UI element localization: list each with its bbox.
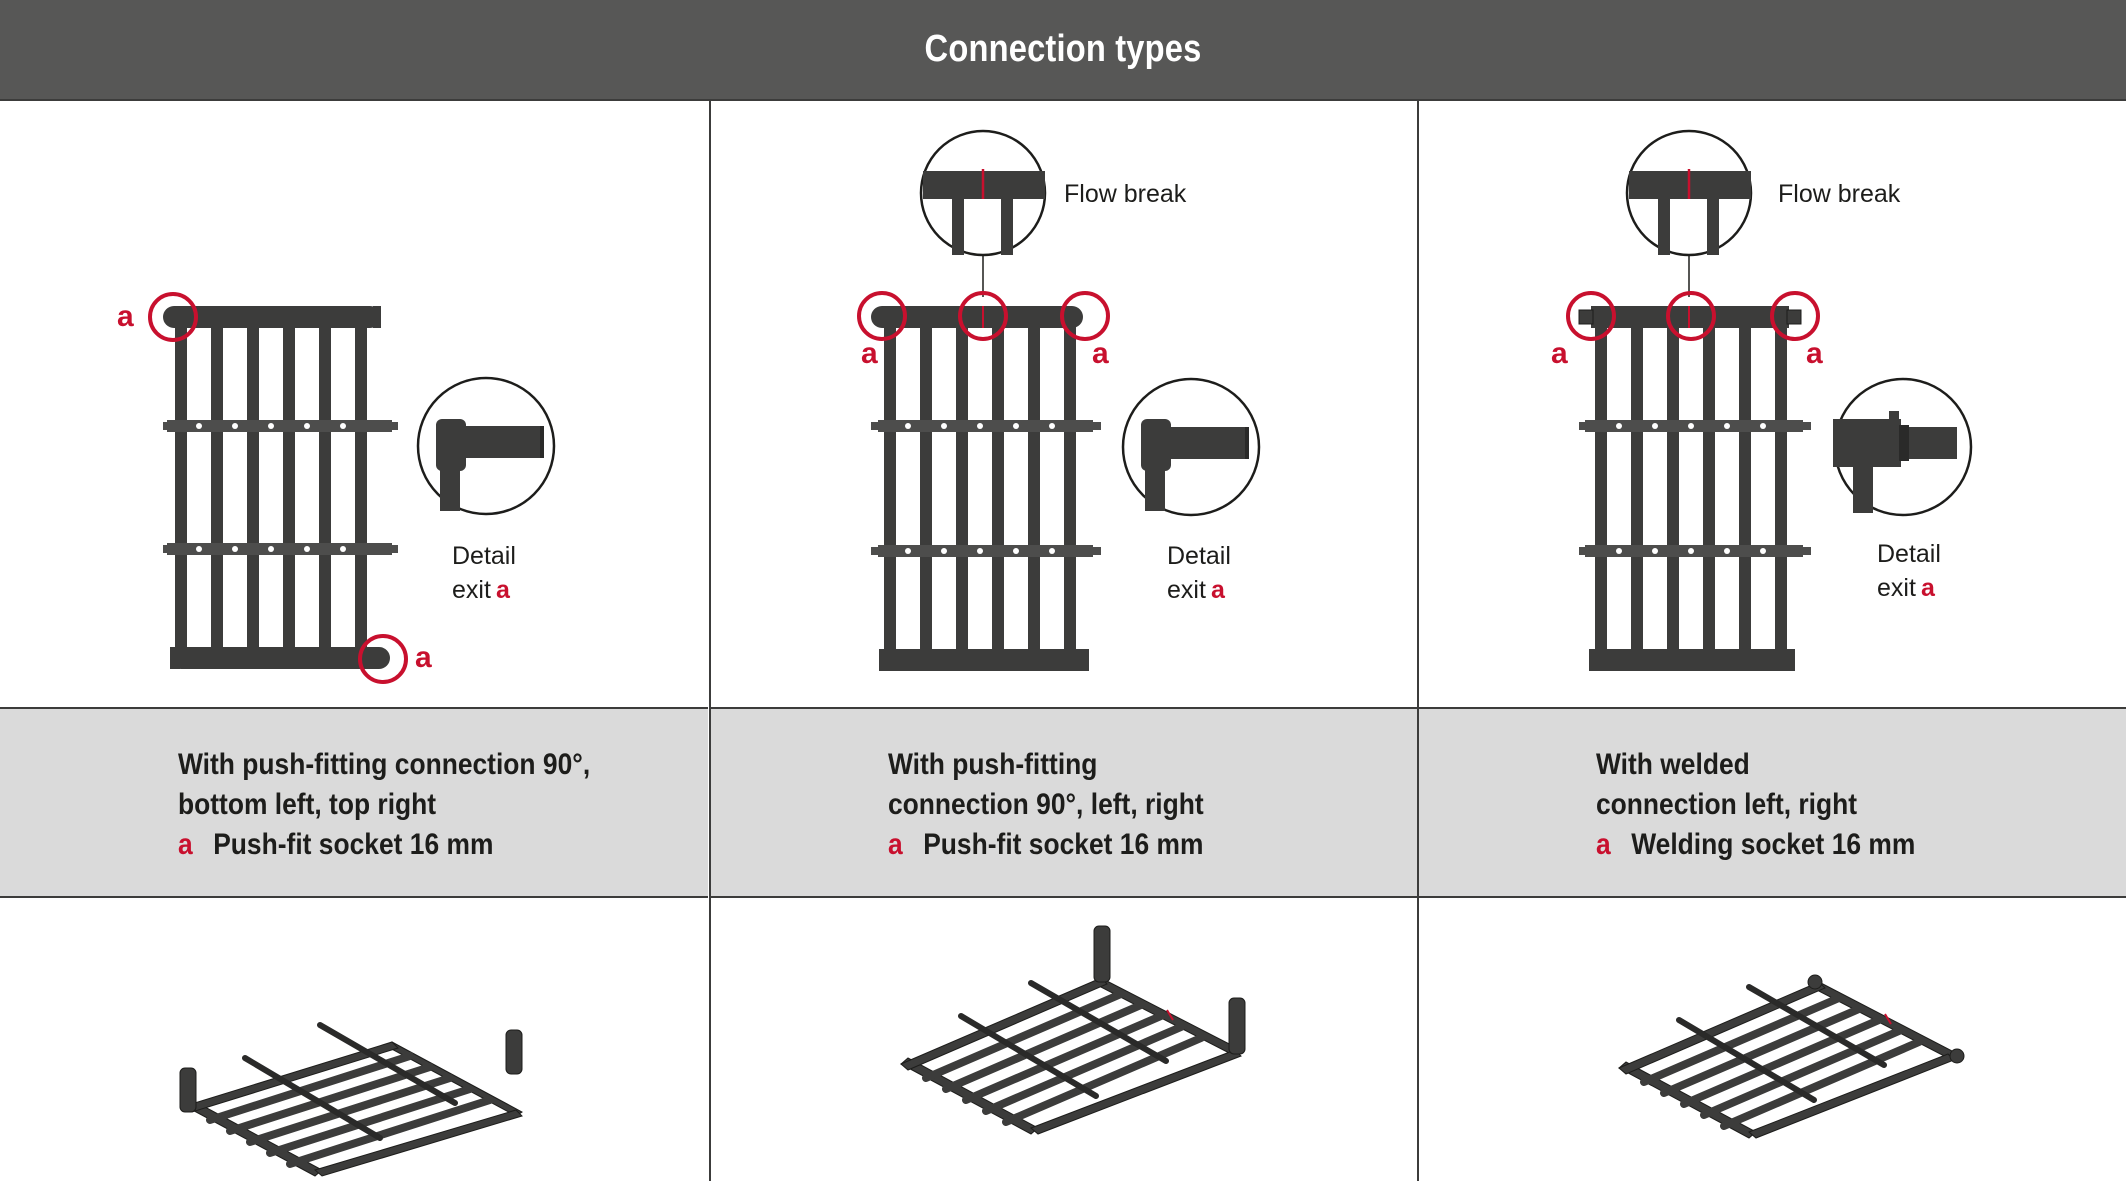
isometric-view	[179, 1022, 523, 1177]
caption-panel: With push-fitting connection 90°, bottom…	[0, 707, 708, 898]
welding-socket	[1807, 974, 1823, 990]
detail-exit-label: exit	[452, 576, 491, 604]
detail-exit-label: exit	[1167, 576, 1206, 604]
caption-text: With welded connection left, right a Weld…	[1596, 745, 1915, 865]
column-left-right-push-fit: Flow break a a	[709, 101, 1417, 1181]
detail-zoom	[1121, 377, 1261, 517]
cross-brace	[871, 545, 1101, 557]
caption-item-marker: a	[178, 828, 193, 861]
isometric-tubes	[922, 990, 1205, 1126]
front-view-diagram: Flow break a a	[857, 129, 1261, 671]
caption-panel: With welded connection left, right a Weld…	[1419, 707, 2126, 898]
caption-item: a Push-fit socket 16 mm	[888, 825, 1204, 865]
front-view-diagram: Flow break a	[1551, 129, 1973, 671]
detail-exit-label: exit	[1877, 574, 1916, 602]
marker-a-label: a	[1806, 337, 1823, 370]
vertical-bars	[175, 326, 367, 666]
marker-a-label: a	[117, 300, 134, 333]
detail-zoom	[1833, 377, 1973, 517]
push-fit-socket	[1228, 997, 1246, 1055]
caption-item-text: Push-fit socket 16 mm	[923, 828, 1204, 861]
caption-item: a Push-fit socket 16 mm	[178, 825, 590, 865]
connection-marker-circle	[1060, 291, 1110, 341]
caption-line: With push-fitting	[888, 748, 1098, 781]
caption-text: With push-fitting connection 90°, left, …	[888, 745, 1204, 865]
cross-brace	[871, 420, 1101, 432]
isometric-tubes	[206, 1052, 494, 1168]
detail-label: Detail	[1877, 540, 1941, 568]
push-fit-socket	[179, 1067, 197, 1113]
vertical-bars	[884, 326, 1076, 661]
detail-label: Detail	[452, 542, 516, 570]
welding-socket	[1786, 309, 1802, 325]
welding-socket	[1949, 1048, 1965, 1064]
flow-break-marker-circle	[958, 291, 1008, 341]
detail-exit-marker: a	[496, 576, 511, 604]
flow-break-marker-circle	[1666, 291, 1716, 341]
connection-marker-circle	[358, 634, 408, 684]
detail-exit-marker: a	[1921, 574, 1936, 602]
front-view-diagram: a a Detail exit a	[117, 292, 556, 684]
cross-brace	[163, 543, 398, 555]
bottom-header-pipe	[1589, 649, 1795, 671]
header-bar: Connection types	[0, 0, 2126, 101]
caption-line: bottom left, top right	[178, 788, 437, 821]
flow-break-label: Flow break	[1778, 180, 1901, 208]
flow-break-label: Flow break	[1064, 180, 1187, 208]
column-bottom-left-top-right: a a Detail exit a With push-fitting conn…	[0, 101, 708, 1181]
caption-item-marker: a	[888, 828, 903, 861]
marker-a-label: a	[1551, 337, 1568, 370]
connection-marker-circle	[1566, 291, 1616, 341]
bottom-header-pipe	[879, 649, 1089, 671]
cross-brace	[1579, 545, 1811, 557]
connection-marker-circle	[1770, 291, 1820, 341]
caption-item-text: Push-fit socket 16 mm	[213, 828, 494, 861]
caption-line: connection 90°, left, right	[888, 788, 1204, 821]
connection-marker-circle	[148, 292, 198, 342]
connection-marker-circle	[857, 291, 907, 341]
caption-text: With push-fitting connection 90°, bottom…	[178, 745, 590, 865]
caption-item-marker: a	[1596, 828, 1611, 861]
marker-a-label: a	[861, 337, 878, 370]
top-header-pipe	[163, 306, 381, 328]
caption-item-text: Welding socket 16 mm	[1631, 828, 1916, 861]
cross-brace	[1579, 420, 1811, 432]
caption-line: connection left, right	[1596, 788, 1858, 821]
welding-socket	[1578, 309, 1594, 325]
marker-a-label: a	[1092, 337, 1109, 370]
isometric-view	[1618, 974, 1965, 1139]
column-left-right-welded: Flow break a	[1417, 101, 2126, 1181]
detail-exit-marker: a	[1211, 576, 1226, 604]
push-fit-socket	[505, 1029, 523, 1075]
flow-break-zoom	[919, 129, 1047, 297]
caption-panel: With push-fitting connection 90°, left, …	[711, 707, 1417, 898]
isometric-tubes	[1640, 994, 1923, 1130]
isometric-view	[900, 925, 1246, 1135]
flow-break-zoom	[1625, 129, 1753, 297]
page-title: Connection types	[924, 28, 1202, 70]
marker-a-label: a	[415, 641, 432, 674]
caption-line: With push-fitting connection 90°,	[178, 748, 591, 781]
detail-label: Detail	[1167, 542, 1231, 570]
caption-item: a Welding socket 16 mm	[1596, 825, 1915, 865]
cross-brace	[163, 420, 398, 432]
detail-zoom	[416, 376, 556, 516]
caption-line: With welded	[1596, 748, 1750, 781]
top-header-pipe	[871, 306, 1083, 328]
vertical-bars	[1595, 326, 1787, 661]
bottom-header-pipe	[170, 647, 390, 669]
push-fit-socket	[1093, 925, 1111, 983]
